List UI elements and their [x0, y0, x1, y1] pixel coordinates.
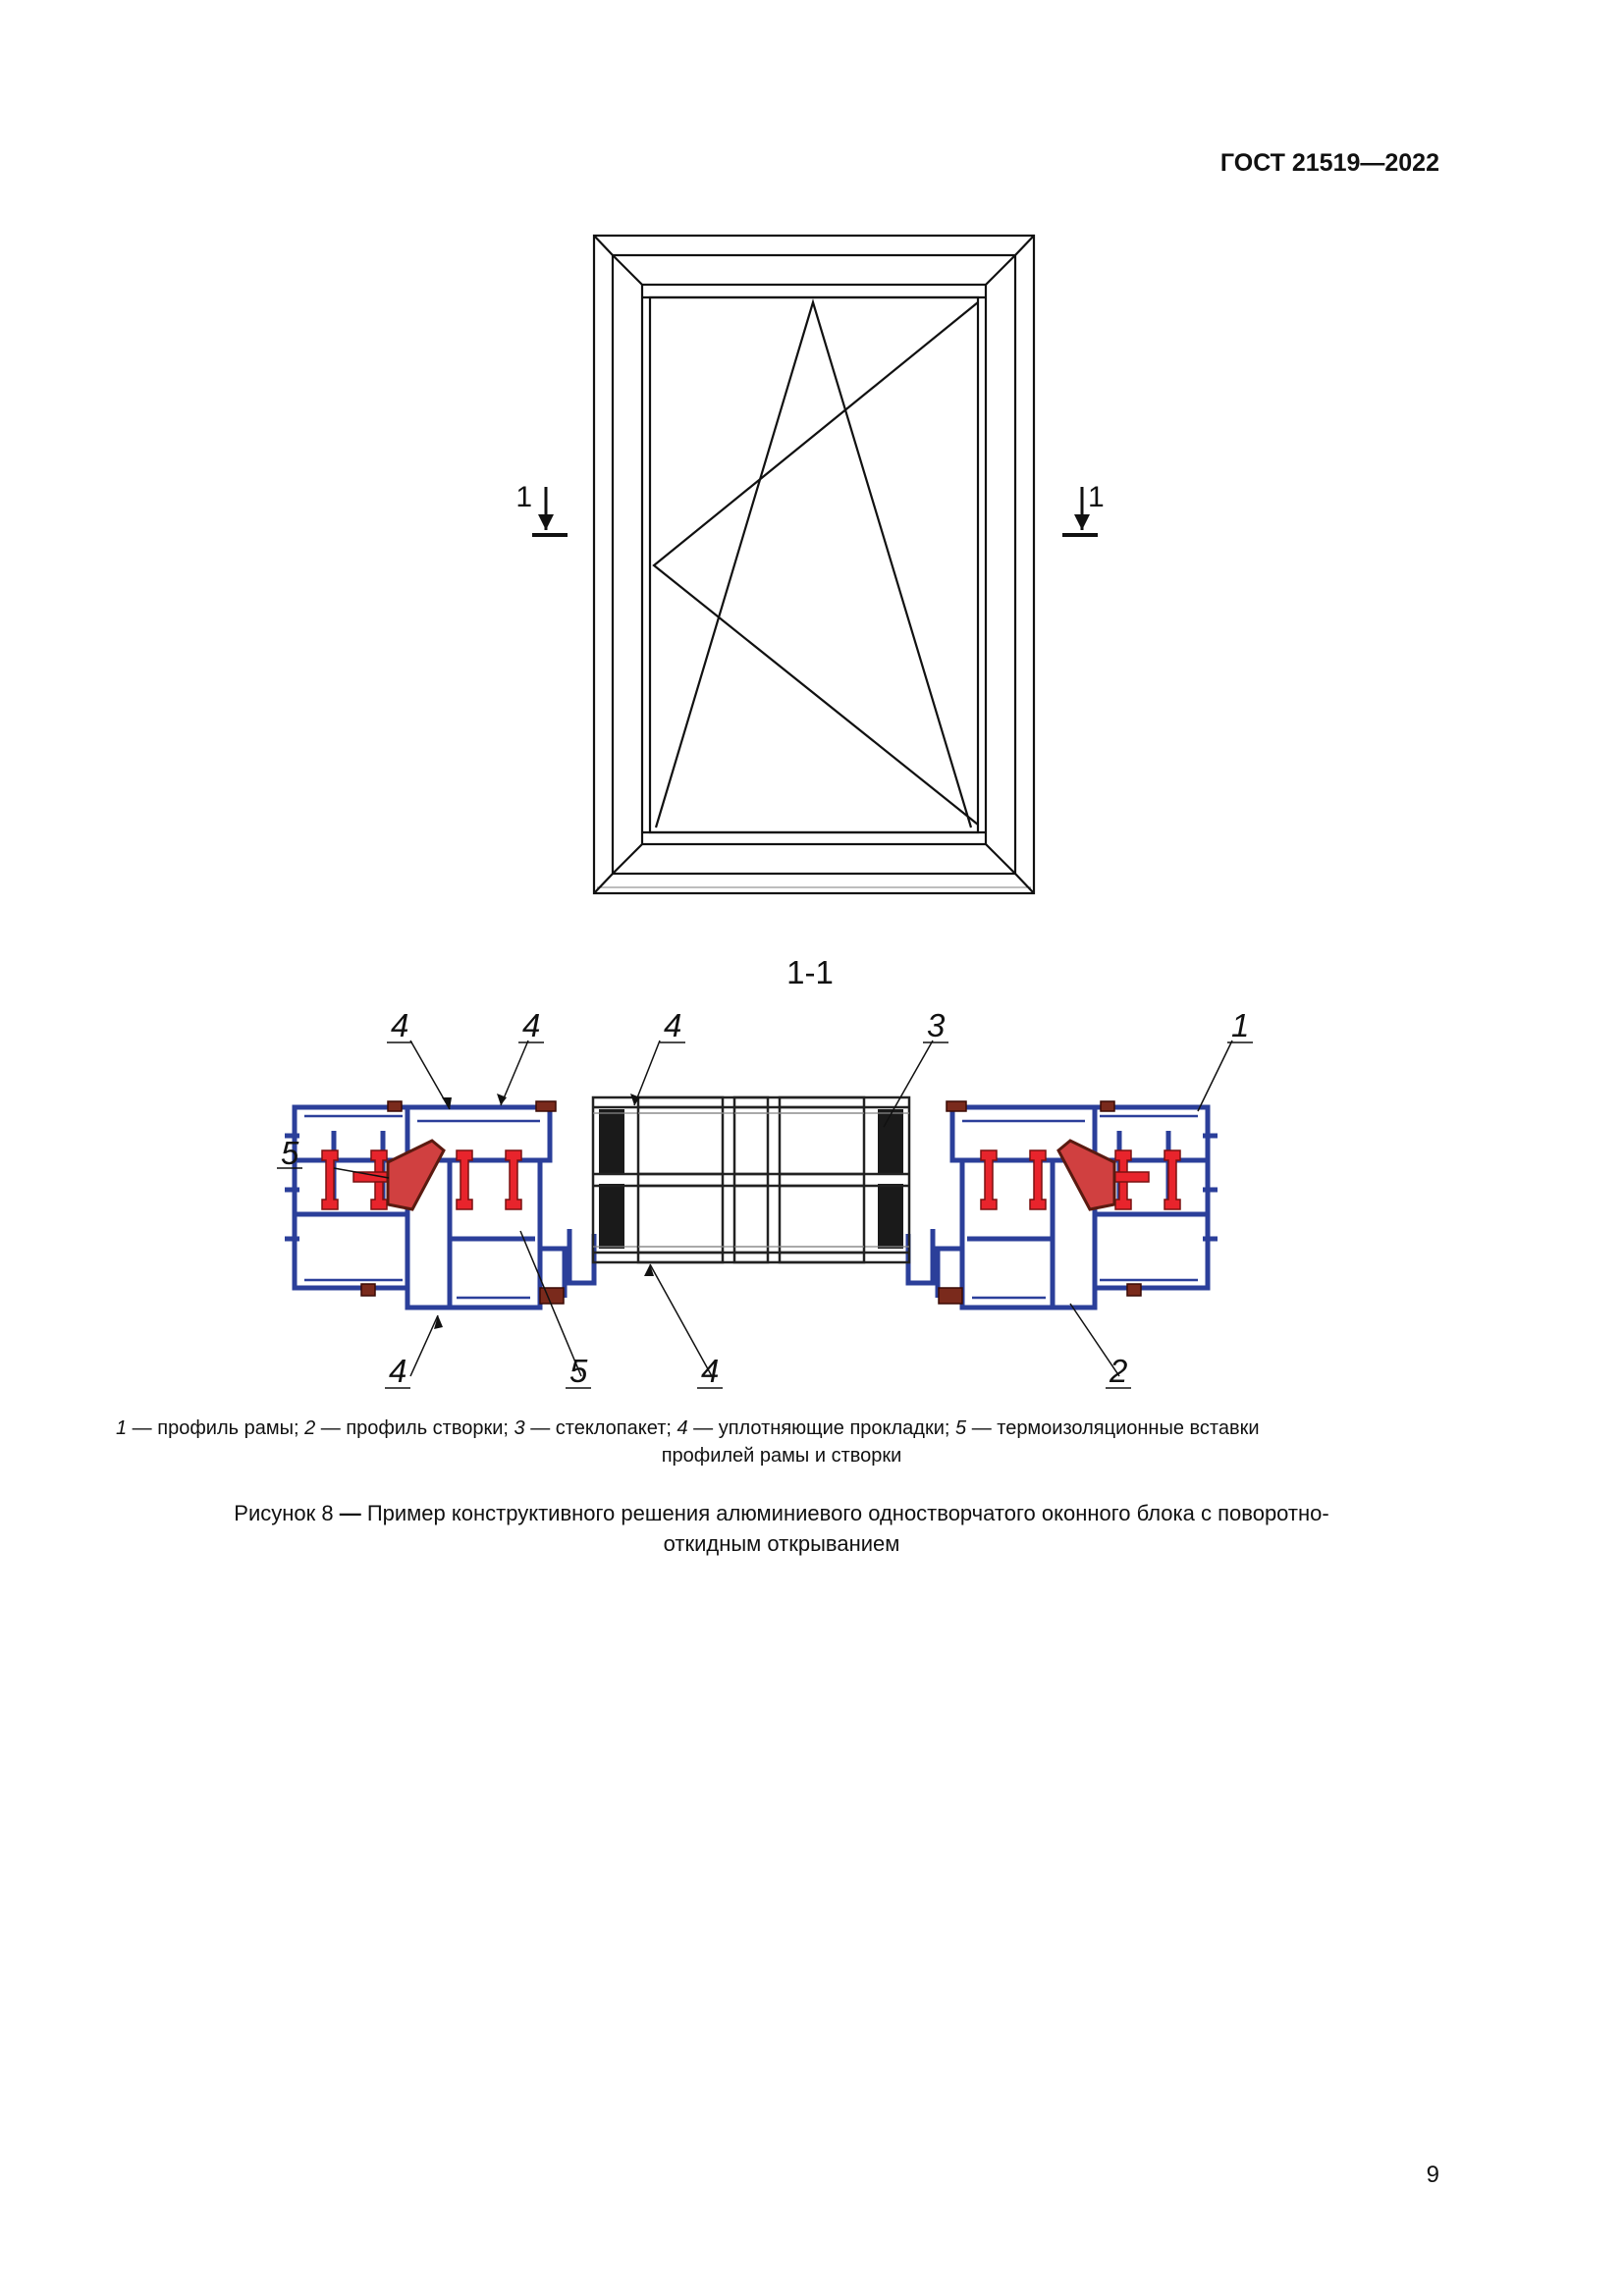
- window-elevation-drawing: 1 1: [515, 234, 1105, 895]
- callout-4-d: 4: [389, 1353, 406, 1389]
- callout-4-a: 4: [391, 1007, 408, 1043]
- legend-text-5: — термоизоляционные вставки: [966, 1417, 1260, 1439]
- callout-5-b: 5: [569, 1353, 588, 1389]
- legend-line-1: 1 — профиль рамы; 2 — профиль створки; 3…: [116, 1415, 1447, 1442]
- caption-dash: —: [333, 1501, 367, 1525]
- legend-line-2: профилей рамы и створки: [661, 1445, 902, 1467]
- frame-inner: [611, 253, 1017, 876]
- page-number: 9: [1426, 2162, 1439, 2188]
- legend-text-1: — профиль рамы;: [127, 1417, 305, 1439]
- section-left-assembly: [285, 1095, 770, 1308]
- legend-num-4: 4: [677, 1417, 688, 1439]
- caption-text-1: Пример конструктивного решения алюминиев…: [366, 1501, 1329, 1525]
- legend-num-1: 1: [116, 1417, 128, 1439]
- document-header: ГОСТ 21519—2022: [1219, 149, 1439, 177]
- cut-mark-left-label: 1: [515, 481, 532, 513]
- caption-line-2: откидным открыванием: [663, 1531, 900, 1556]
- section-drawing: 4 4 4 3 1 5 4 5 4 2: [277, 1007, 1253, 1389]
- section-title: 1-1: [786, 954, 834, 990]
- cut-mark-left: [532, 487, 568, 537]
- legend-num-2: 2: [304, 1417, 316, 1439]
- callout-1: 1: [1231, 1007, 1249, 1043]
- section-right-assembly: [732, 1095, 1218, 1308]
- sash-glass: [648, 295, 980, 834]
- cut-mark-right-label: 1: [1088, 481, 1105, 513]
- legend-num-5: 5: [955, 1417, 967, 1439]
- legend-text-4: — уплотняющие прокладки;: [687, 1417, 956, 1439]
- caption-prefix: Рисунок 8: [234, 1501, 334, 1525]
- callout-4-e: 4: [701, 1353, 719, 1389]
- figure-caption: Рисунок 8 — Пример конструктивного решен…: [116, 1498, 1447, 1559]
- callout-4-c: 4: [664, 1007, 681, 1043]
- legend-num-3: 3: [514, 1417, 525, 1439]
- callout-4-b: 4: [522, 1007, 540, 1043]
- turn-opening-lines: [652, 301, 979, 826]
- tilt-opening-lines: [654, 298, 973, 828]
- callout-3: 3: [927, 1007, 946, 1043]
- sash-outer: [640, 283, 988, 846]
- callout-5-a: 5: [281, 1135, 299, 1171]
- legend-text-3: — стеклопакет;: [524, 1417, 677, 1439]
- frame-outer: [592, 234, 1036, 895]
- callout-2: 2: [1109, 1353, 1127, 1389]
- legend-text-2: — профиль створки;: [315, 1417, 514, 1439]
- figure-legend: 1 — профиль рамы; 2 — профиль створки; 3…: [116, 1415, 1447, 1469]
- caption-line-1: Рисунок 8 — Пример конструктивного решен…: [116, 1498, 1447, 1528]
- cut-mark-right: [1062, 487, 1098, 537]
